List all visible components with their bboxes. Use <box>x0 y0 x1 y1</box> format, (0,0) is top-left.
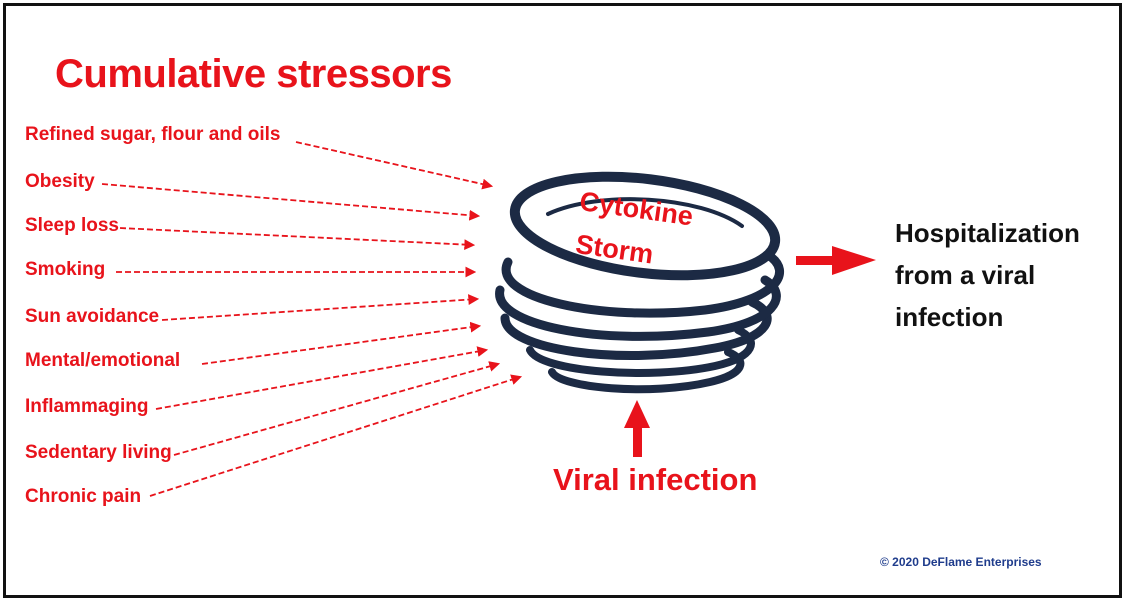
arrow-refined-sugar <box>295 141 494 190</box>
stressor-arrows <box>101 141 523 497</box>
outcome-line3: infection <box>895 302 1004 332</box>
outcome-arrow <box>796 246 876 275</box>
outcome-line1: Hospitalization <box>895 218 1080 248</box>
arrow-mental-emotional <box>201 321 482 365</box>
arrow-sleep-loss <box>119 227 476 250</box>
arrow-obesity <box>101 183 481 221</box>
stressor-sedentary-living: Sedentary living <box>25 442 172 463</box>
trigger-label: Viral infection <box>553 462 758 497</box>
stressor-smoking: Smoking <box>25 259 106 280</box>
arrow-inflammaging <box>155 346 489 410</box>
stressor-inflammaging: Inflammaging <box>25 396 149 417</box>
arrow-chronic-pain <box>149 374 523 497</box>
stressor-refined-sugar: Refined sugar, flour and oils <box>25 124 281 145</box>
arrow-sedentary-living <box>173 361 501 456</box>
viral-arrow <box>624 400 650 457</box>
stressor-sun-avoidance: Sun avoidance <box>25 306 160 327</box>
coiled-spring-icon <box>495 171 784 394</box>
outcome-line2: from a viral <box>895 260 1036 290</box>
stressor-mental-emotional: Mental/emotional <box>25 350 181 371</box>
arrow-sun-avoidance <box>161 294 480 321</box>
page-title: Cumulative stressors <box>55 52 452 96</box>
stressor-chronic-pain: Chronic pain <box>25 486 142 507</box>
copyright-text: © 2020 DeFlame Enterprises <box>880 555 1042 569</box>
stressor-obesity: Obesity <box>25 171 95 192</box>
stressor-sleep-loss: Sleep loss <box>25 215 119 236</box>
outcome-label: Hospitalization from a viral infection <box>895 212 1080 338</box>
